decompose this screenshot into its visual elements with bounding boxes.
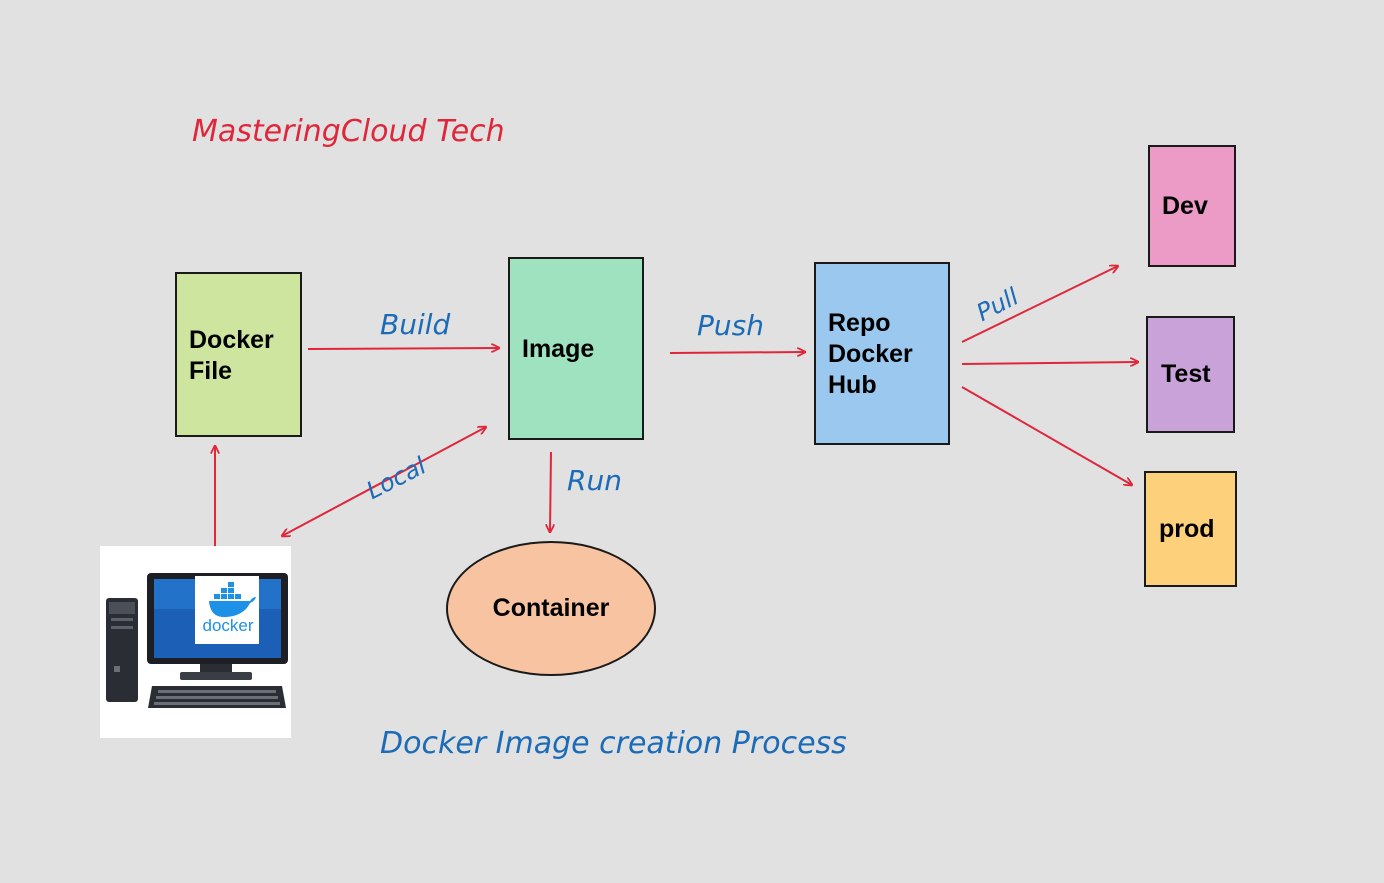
node-docker-file[interactable]: Docker File xyxy=(175,272,302,437)
edge-label-run: Run xyxy=(567,464,622,497)
node-repo-docker-hub[interactable]: Repo Docker Hub xyxy=(814,262,950,445)
edge-local-arrow xyxy=(282,427,486,536)
diagram-caption: Docker Image creation Process xyxy=(380,726,847,761)
node-docker-file-line-1: Docker xyxy=(189,326,274,354)
node-docker-file-line-2: File xyxy=(189,357,233,385)
node-container-label: Container xyxy=(492,594,610,622)
node-prod[interactable]: prod xyxy=(1144,471,1237,587)
docker-whale-icon xyxy=(209,582,256,617)
edge-build-arrow xyxy=(307,348,499,349)
edge-pull-dev-arrow xyxy=(961,266,1118,343)
node-image-label: Image xyxy=(522,335,595,363)
edge-label-push: Push xyxy=(697,309,764,342)
desktop-computer-icon: docker xyxy=(100,546,291,738)
edge-label-build: Build xyxy=(380,308,451,341)
computer-illustration xyxy=(106,573,288,708)
node-repo-line-2: Docker xyxy=(828,340,913,368)
edge-push-arrow xyxy=(669,352,805,353)
edge-run-arrow xyxy=(550,451,551,532)
docker-logo-text: docker xyxy=(202,616,254,635)
node-container[interactable]: Container xyxy=(446,541,656,676)
node-dev-label: Dev xyxy=(1162,192,1208,220)
edge-pull-prod-arrow xyxy=(961,386,1132,485)
node-dev[interactable]: Dev xyxy=(1148,145,1236,267)
node-repo-line-1: Repo xyxy=(828,309,891,337)
node-test[interactable]: Test xyxy=(1146,316,1235,433)
brand-title: MasteringCloud Tech xyxy=(192,114,505,149)
node-prod-label: prod xyxy=(1159,515,1215,543)
edge-pull-test-arrow xyxy=(961,362,1138,364)
node-repo-line-3: Hub xyxy=(828,371,877,399)
node-image[interactable]: Image xyxy=(508,257,644,440)
node-test-label: Test xyxy=(1161,360,1211,388)
